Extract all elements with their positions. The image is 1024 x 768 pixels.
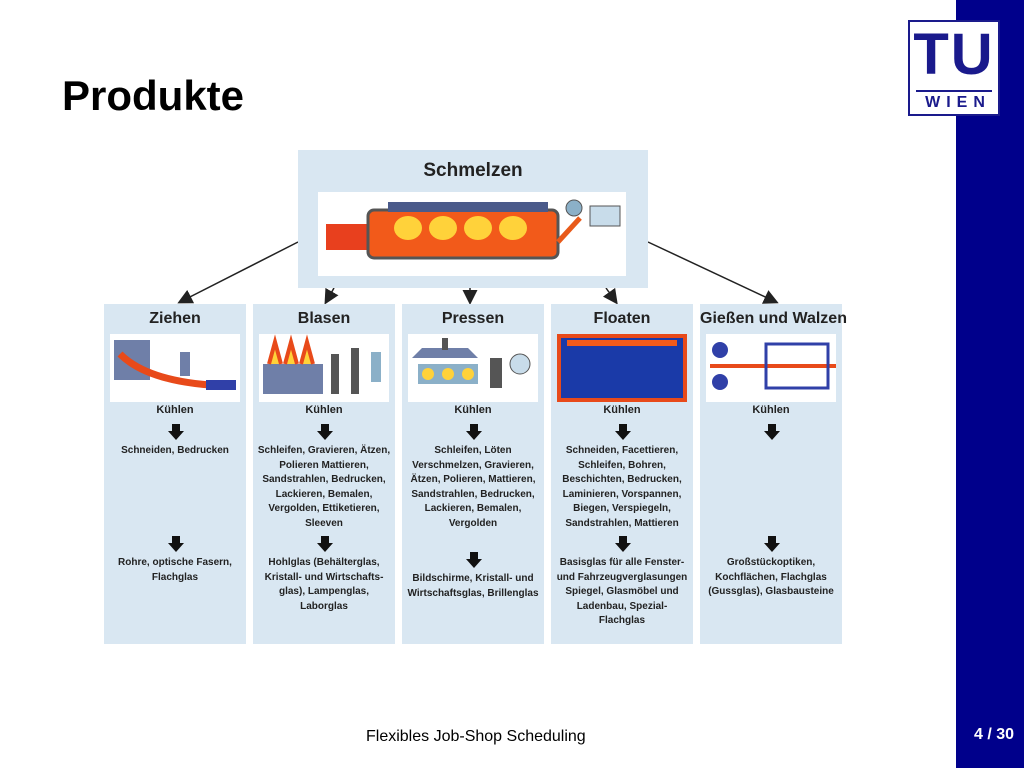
- arrow-to-ziehen: [177, 241, 299, 304]
- product-list: Großstückoptiken, Kochflächen, Flachglas…: [708, 557, 834, 597]
- column-floaten: Floaten Kühlen Schneiden, Facettieren, S…: [551, 304, 693, 644]
- down-arrow-icon: [615, 536, 631, 552]
- column-title: Pressen: [441, 310, 505, 327]
- arrow-to-giessen: [647, 241, 779, 304]
- column-title: Floaten: [593, 310, 651, 327]
- process-diagram: Schmelzen Ziehen: [104, 150, 847, 644]
- down-arrow-icon: [168, 536, 184, 552]
- floating-illustration: [557, 334, 687, 402]
- cooling-label: Kühlen: [752, 404, 790, 416]
- product-list: Rohre, optische Fasern, Flachglas: [118, 557, 232, 583]
- cooling-label: Kühlen: [603, 404, 641, 416]
- product-list: Hohlglas (Behälterglas, Kristall- und Wi…: [264, 557, 384, 612]
- product-list: Bildschirme, Kristall- und Wirtschaftsgl…: [407, 573, 539, 599]
- logo-wien-text: WIEN: [925, 94, 991, 111]
- logo-tu-text: TU: [913, 22, 995, 87]
- column-title: Ziehen: [149, 310, 201, 327]
- footer-text: Flexibles Job-Shop Scheduling: [366, 728, 586, 745]
- furnace-illustration: [318, 192, 626, 276]
- product-list: Basisglas für alle Fenster- und Fahrzeug…: [556, 557, 688, 626]
- column-ziehen: Ziehen Kühlen Schneiden, Bedrucken Rohre…: [104, 304, 246, 644]
- process-steps: Schneiden, Bedrucken: [121, 445, 229, 456]
- column-pressen: Pressen Kühlen Schleifen, Löten Verschme…: [402, 304, 544, 644]
- arrow-to-floaten: [602, 287, 618, 305]
- sidebar-band: [956, 0, 1024, 768]
- down-arrow-icon: [168, 424, 184, 440]
- process-steps: Schneiden, Facettieren, Schleifen, Bohre…: [562, 445, 682, 529]
- column-blasen: Blasen Kühlen Schleifen, Gravieren, Ätze…: [253, 304, 395, 644]
- blowing-illustration: [259, 334, 389, 402]
- melting-box: Schmelzen: [298, 150, 648, 288]
- slide-title: Produkte: [62, 72, 245, 119]
- drawing-illustration: [110, 334, 240, 402]
- down-arrow-icon: [317, 536, 333, 552]
- process-steps: Schleifen, Gravieren, Ätzen, Polieren Ma…: [257, 445, 391, 529]
- down-arrow-icon: [466, 424, 482, 440]
- casting-rolling-illustration: [706, 334, 836, 402]
- logo-divider: [916, 90, 992, 92]
- down-arrow-icon: [466, 552, 482, 568]
- column-title: Blasen: [297, 310, 351, 327]
- melting-title: Schmelzen: [423, 160, 523, 181]
- down-arrow-icon: [615, 424, 631, 440]
- cooling-label: Kühlen: [454, 404, 492, 416]
- tu-wien-logo: TU WIEN: [908, 20, 1000, 116]
- column-giessen-walzen: Gießen und Walzen Kühlen Großstückoptike…: [700, 304, 847, 644]
- arrow-to-blasen: [324, 287, 339, 305]
- down-arrow-icon: [764, 536, 780, 552]
- cooling-label: Kühlen: [156, 404, 194, 416]
- column-title: Gießen und Walzen: [700, 310, 847, 327]
- cooling-label: Kühlen: [305, 404, 343, 416]
- down-arrow-icon: [317, 424, 333, 440]
- connector-arrows: [177, 241, 779, 305]
- down-arrow-icon: [764, 424, 780, 440]
- pressing-illustration: [408, 334, 538, 402]
- process-steps: Schleifen, Löten Verschmelzen, Gravieren…: [410, 445, 536, 529]
- page-number: 4 / 30: [973, 726, 1015, 743]
